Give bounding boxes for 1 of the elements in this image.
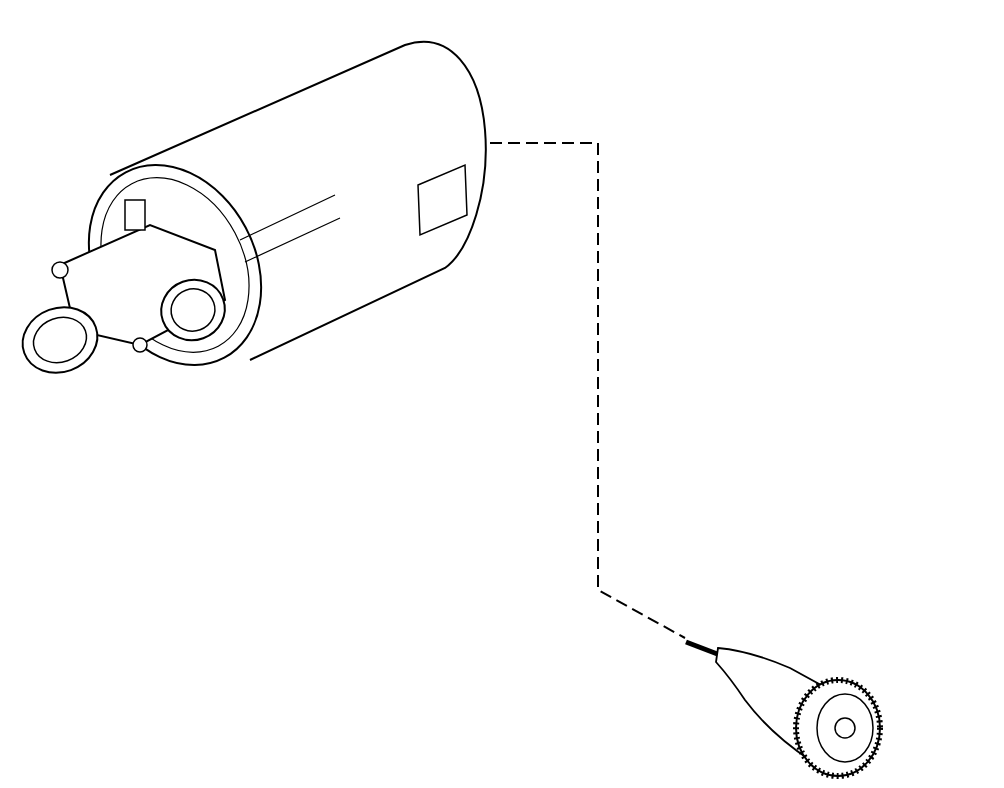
connector-line [489,142,686,639]
